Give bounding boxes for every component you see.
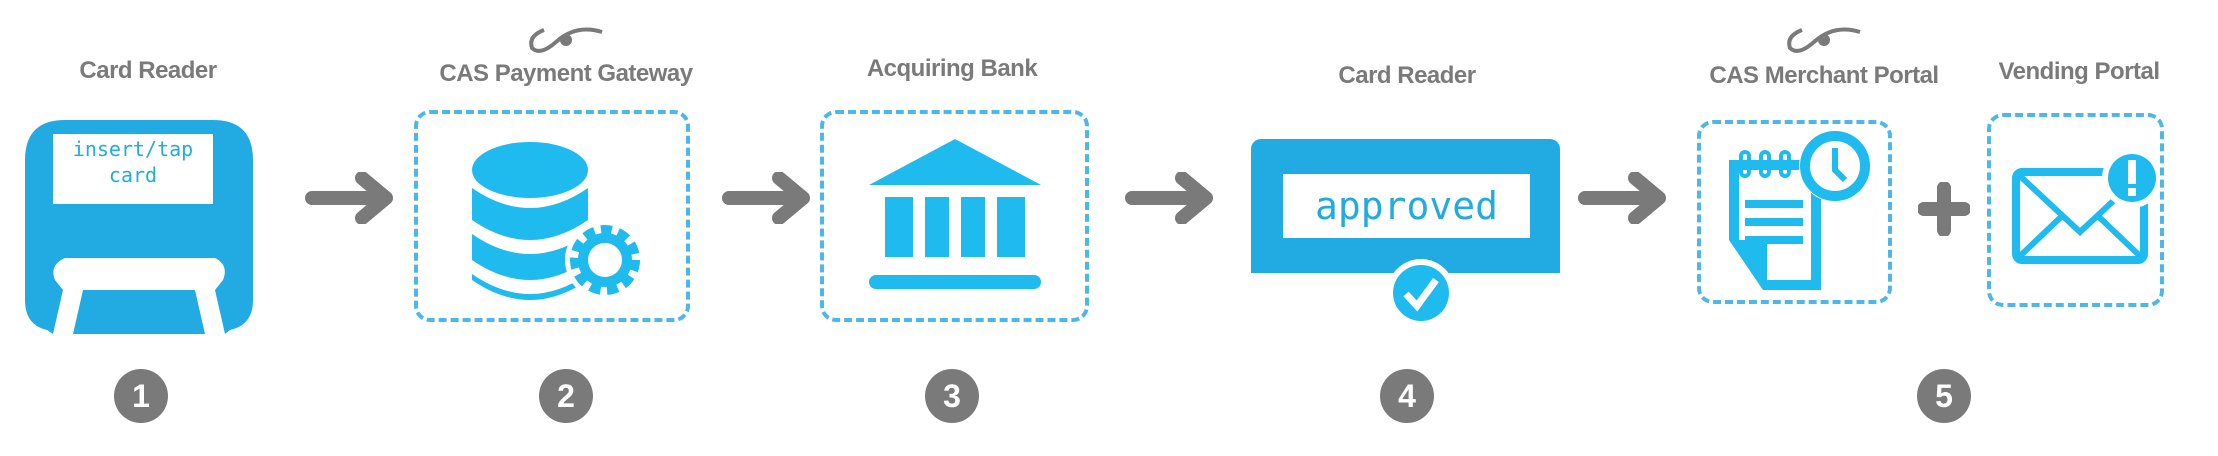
step-number-4: 4 [1380, 369, 1434, 423]
database-gear-icon [472, 142, 645, 300]
card-reader-screen: insert/tap card [53, 136, 213, 188]
vending-portal-box [1987, 113, 2164, 307]
step-number-2: 2 [539, 369, 593, 423]
step-number-5: 5 [1917, 369, 1971, 423]
plus-icon [1918, 182, 1970, 236]
screen-line-2: card [108, 163, 158, 187]
step5-title-vending: Vending Portal [1998, 58, 2160, 85]
step5-title-merchant: CAS Merchant Portal [1709, 62, 1939, 89]
merchant-portal-box [1697, 120, 1892, 304]
cas-logo-icon [529, 27, 603, 53]
arrow-right-icon [722, 172, 810, 224]
gateway-box [414, 110, 690, 322]
bank-box [820, 110, 1089, 322]
arrow-right-icon [1125, 172, 1213, 224]
report-clock-icon [1729, 130, 1871, 290]
mail-alert-icon [2012, 148, 2160, 264]
step-number-1: 1 [114, 369, 168, 423]
arrow-right-icon [1578, 172, 1666, 224]
step1-title: Card Reader [79, 57, 217, 84]
step4-title: Card Reader [1338, 62, 1476, 89]
check-circle-icon [1387, 259, 1455, 327]
bank-icon [869, 139, 1041, 289]
card-reader-insert-icon [25, 120, 253, 334]
approved-screen: approved [1283, 174, 1530, 238]
step-number-3: 3 [925, 369, 979, 423]
step3-title: Acquiring Bank [866, 55, 1038, 82]
screen-line-1: insert/tap [72, 137, 194, 161]
cas-logo-icon [1787, 27, 1861, 53]
step2-title: CAS Payment Gateway [439, 60, 693, 87]
arrow-right-icon [305, 172, 393, 224]
